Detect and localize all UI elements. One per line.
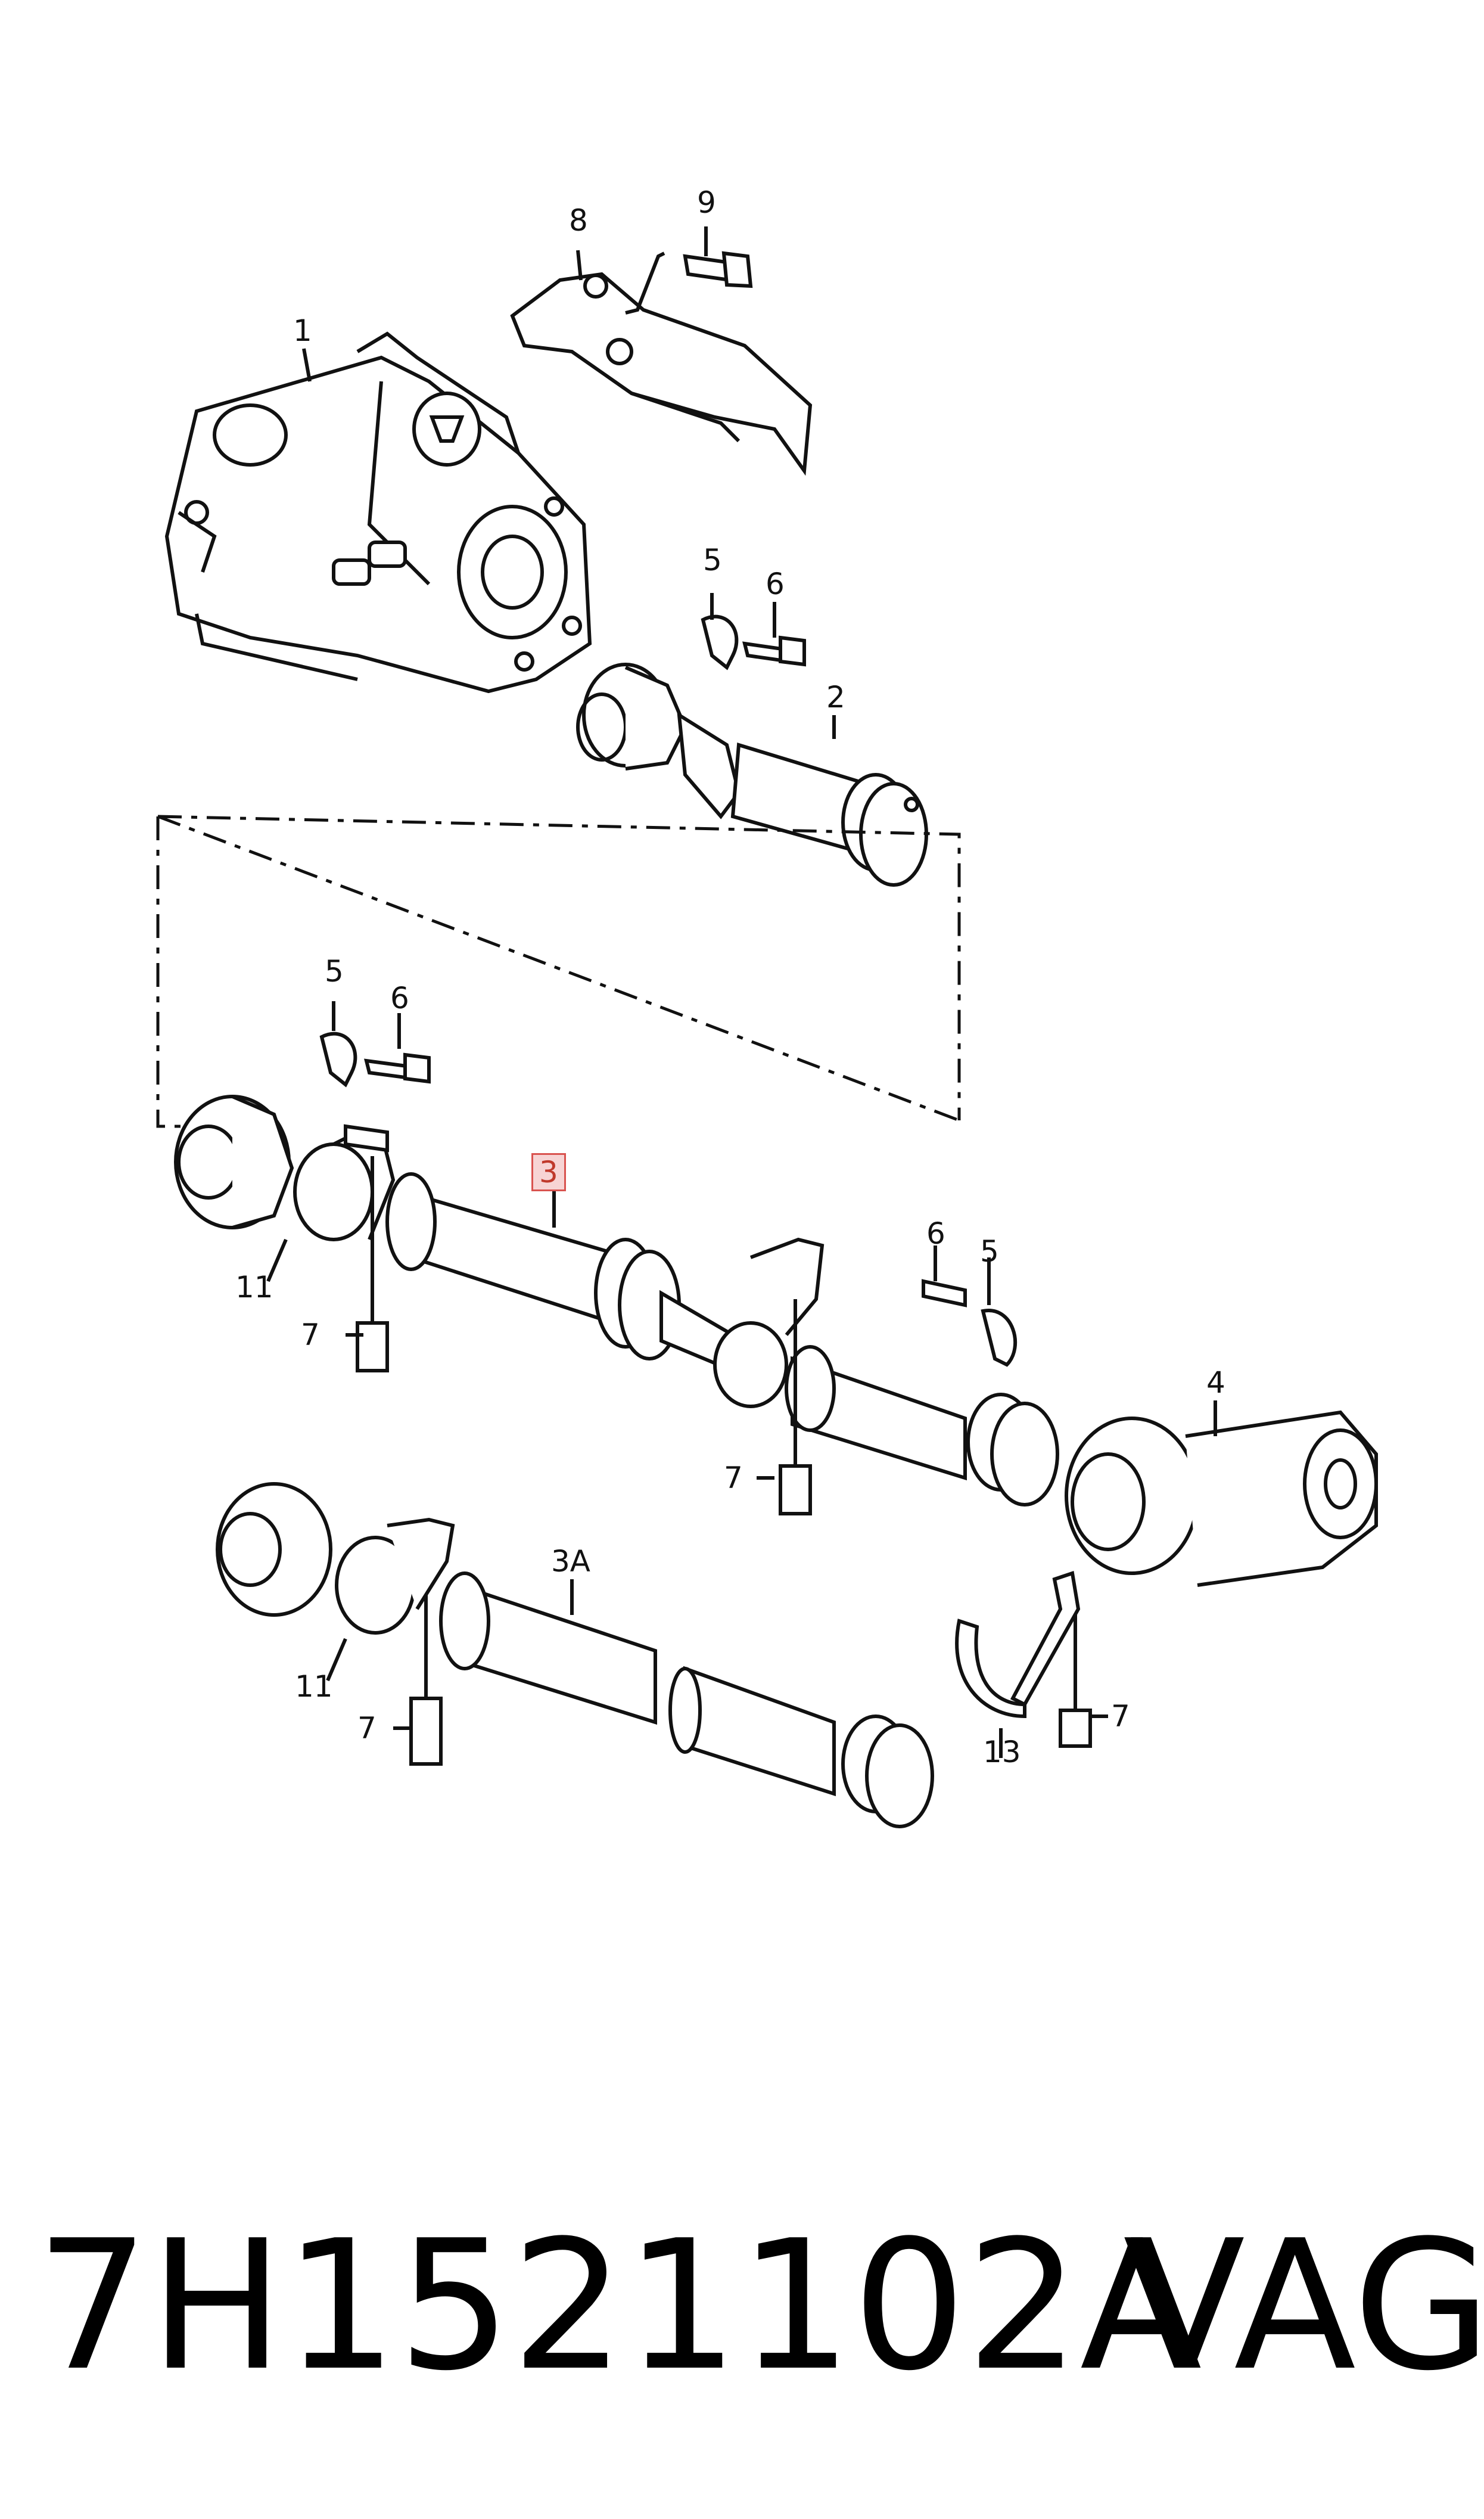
callout-7-a: 7 xyxy=(301,1318,320,1352)
callout-1: 1 xyxy=(293,313,312,348)
callout-5-middle: 5 xyxy=(325,954,344,989)
brand-name: VAG xyxy=(1123,2202,1484,2410)
callout-5-upper: 5 xyxy=(703,543,722,577)
callout-7-b: 7 xyxy=(724,1461,743,1495)
callout-9: 9 xyxy=(697,185,716,220)
exploded-parts-diagram: 1 2 3 3A 4 5 5 5 6 6 6 7 7 7 7 8 9 11 11… xyxy=(156,185,1378,1828)
connection-dashed-line xyxy=(156,815,961,1128)
clip-bolt-right xyxy=(922,1279,1018,1367)
callout-6-middle: 6 xyxy=(390,981,409,1015)
main-shaft-illustration xyxy=(174,1095,1059,1507)
bracket-illustration xyxy=(955,1571,1081,1719)
callout-11-a: 11 xyxy=(235,1270,273,1304)
clip-bolt-upper xyxy=(701,614,806,670)
callout-8: 8 xyxy=(569,203,588,238)
part-number: 7H1521102A xyxy=(36,2202,1202,2410)
leader-lines xyxy=(266,226,1217,1758)
callout-7-c: 7 xyxy=(357,1711,377,1745)
front-shaft-illustration xyxy=(576,663,928,887)
callout-7-d: 7 xyxy=(1111,1699,1130,1734)
callout-11-b: 11 xyxy=(295,1669,333,1704)
callout-13: 13 xyxy=(983,1735,1021,1769)
variant-shaft-illustration xyxy=(216,1482,934,1828)
callout-4: 4 xyxy=(1206,1365,1225,1400)
callout-3a: 3A xyxy=(551,1544,591,1579)
callout-2: 2 xyxy=(826,680,845,715)
heat-shield-illustration xyxy=(510,272,813,476)
gearbox-illustration xyxy=(164,331,592,694)
callout-6-upper: 6 xyxy=(766,567,785,601)
diagram-drawing xyxy=(156,226,1378,1828)
callout-6-right: 6 xyxy=(926,1216,945,1251)
rear-differential-illustration xyxy=(1065,1410,1378,1587)
bolt-illustration xyxy=(625,251,753,315)
callout-3[interactable]: 3 xyxy=(531,1153,566,1191)
callout-5-right: 5 xyxy=(980,1234,999,1269)
clip-bolt-middle xyxy=(319,1032,431,1088)
